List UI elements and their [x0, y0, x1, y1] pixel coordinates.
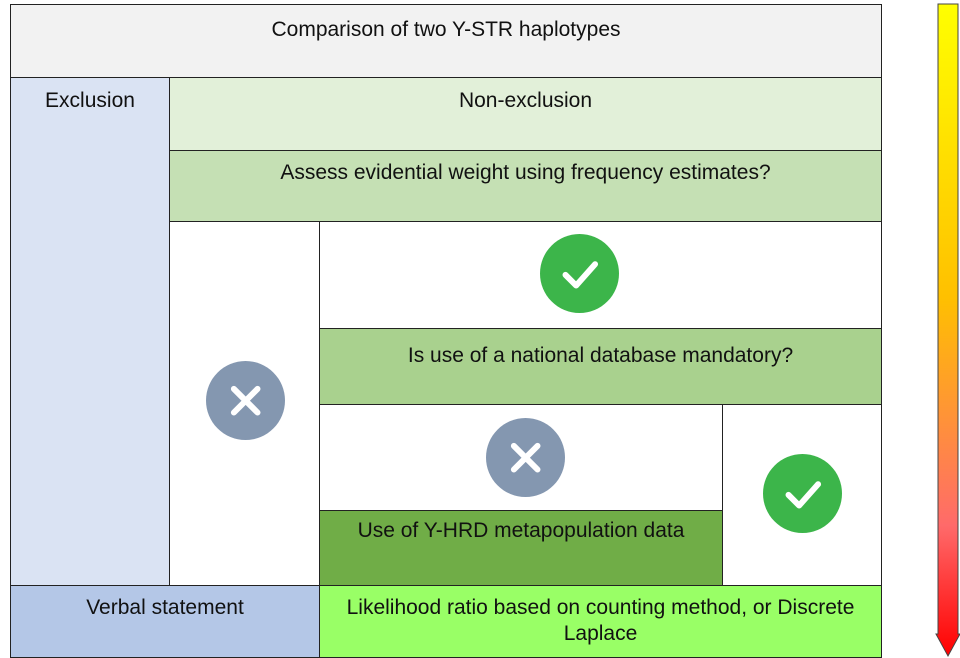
title-box: Comparison of two Y-STR haplotypes	[10, 4, 882, 78]
database-yes-box	[722, 404, 882, 586]
database-no-box	[319, 404, 723, 511]
likelihood-ratio-box: Likelihood ratio based on counting metho…	[319, 585, 882, 658]
title-text: Comparison of two Y-STR haplotypes	[271, 18, 621, 41]
non-exclusion-box: Non-exclusion	[169, 77, 882, 151]
non-exclusion-label: Non-exclusion	[458, 89, 593, 112]
cross-icon	[486, 418, 565, 497]
exclusion-label: Exclusion	[45, 89, 135, 112]
check-icon	[763, 454, 842, 533]
frequency-question-text: Assess evidential weight using frequency…	[280, 161, 771, 184]
cross-icon	[206, 361, 285, 440]
gradient-arrow	[935, 3, 960, 658]
verbal-statement-box: Verbal statement	[10, 585, 320, 658]
frequency-question-box: Assess evidential weight using frequency…	[169, 150, 882, 222]
frequency-yes-box	[319, 221, 882, 329]
likelihood-ratio-text: Likelihood ratio based on counting metho…	[346, 596, 855, 646]
database-question-box: Is use of a national database mandatory?	[319, 328, 882, 405]
verbal-statement-text: Verbal statement	[86, 596, 244, 619]
check-icon	[540, 234, 619, 313]
exclusion-box: Exclusion	[10, 77, 170, 586]
yhrd-text: Use of Y-HRD metapopulation data	[357, 519, 685, 542]
database-question-text: Is use of a national database mandatory?	[407, 344, 794, 367]
frequency-no-box	[169, 221, 320, 586]
yhrd-box: Use of Y-HRD metapopulation data	[319, 510, 723, 586]
